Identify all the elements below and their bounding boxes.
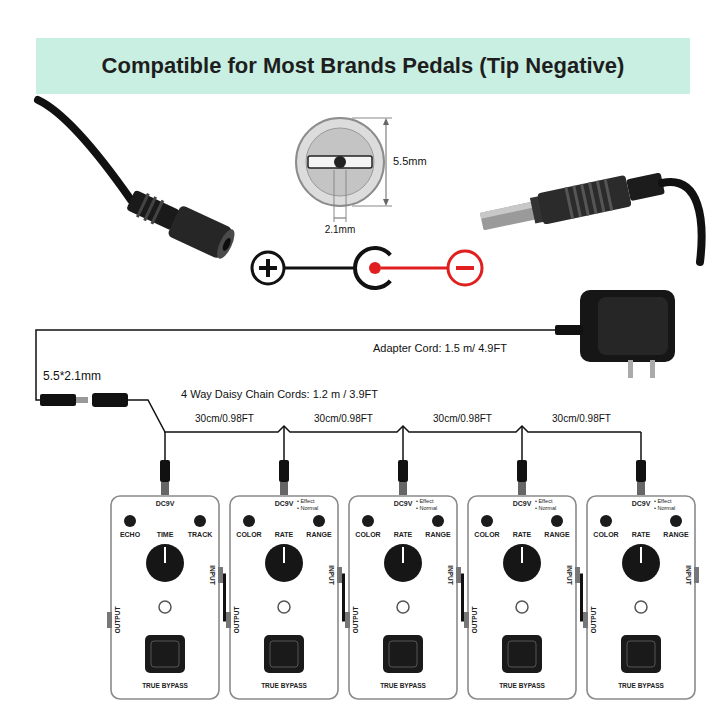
pedal-label: DC9V (632, 500, 651, 508)
pedal-label: RANGE (425, 531, 450, 539)
pedal-label: DC9V (156, 500, 175, 508)
daisy-chain-drops (160, 426, 646, 495)
title-band: Compatible for Most Brands Pedals (Tip N… (36, 38, 690, 94)
pedal-label: INPUT (327, 565, 334, 585)
pedal-label: TRUE BYPASS (499, 682, 545, 689)
pedal-label: • Normal (297, 505, 318, 511)
guitar-pedal: DC9V• Effect• NormalCOLOR RATE RANGE INPUT O… (586, 495, 696, 700)
pedal-label: COLOR (593, 531, 618, 539)
guitar-pedal: DC9V• Effect• NormalCOLOR RATE RANGE INPUT O… (467, 495, 577, 700)
pedal-outline (348, 495, 458, 700)
adapter-cord (36, 330, 557, 400)
pedal-label: RANGE (306, 531, 331, 539)
female-connector (123, 184, 238, 262)
dimension-label: 2.1mm (324, 224, 357, 235)
pedal-label: DC9V (394, 500, 413, 508)
pedal-label: OUTPUT (471, 607, 478, 634)
pedal-label: TRUE BYPASS (380, 682, 426, 689)
dimension-label: 5.5mm (392, 155, 428, 167)
male-plug (478, 168, 666, 238)
title: Compatible for Most Brands Pedals (Tip N… (102, 54, 625, 78)
pedal-label: INPUT (565, 565, 572, 585)
pedal-label: • Normal (535, 505, 556, 511)
pedal-label: TRUE BYPASS (261, 682, 307, 689)
pedal-label: • Effect (297, 498, 314, 504)
pedal-label: OUTPUT (114, 607, 121, 634)
pedal-label: INPUT (208, 565, 215, 585)
dimension-label: 30cm/0.98FT (194, 413, 255, 424)
pedal-label: • Effect (654, 498, 671, 504)
pedal-outline (229, 495, 339, 700)
pedal-label: COLOR (474, 531, 499, 539)
guitar-pedal: DC9V• Effect• NormalCOLOR RATE RANGE INPUT O… (348, 495, 458, 700)
cable (38, 100, 131, 200)
pedal-label: RATE (632, 531, 651, 539)
dimension-label: 5.5*2.1mm (42, 370, 102, 383)
pedal-label: TRACK (188, 531, 213, 539)
power-adapter (555, 290, 675, 378)
pedal-label: DC9V (513, 500, 532, 508)
inline-connector (40, 393, 128, 407)
pedal-label: ECHO (120, 531, 140, 539)
daisy-chain-cord (128, 400, 641, 432)
pedal-label: DC9V (275, 500, 294, 508)
pedal-outline (586, 495, 696, 700)
dimension-label: 4 Way Daisy Chain Cords: 1.2 m / 3.9FT (180, 388, 379, 400)
dimension-label: 30cm/0.98FT (432, 413, 493, 424)
pedal-label: • Effect (416, 498, 433, 504)
pedal-label: OUTPUT (590, 607, 597, 634)
dimension-label: 30cm/0.98FT (551, 413, 612, 424)
pedal-label: RATE (513, 531, 532, 539)
pedal-label: RANGE (663, 531, 688, 539)
pedal-label: OUTPUT (233, 607, 240, 634)
cable (662, 182, 702, 262)
pedal-label: COLOR (355, 531, 380, 539)
pedal-label: TRUE BYPASS (618, 682, 664, 689)
pedal-outline (110, 495, 220, 700)
pedal-label: TRUE BYPASS (142, 682, 188, 689)
pedal-label: RANGE (544, 531, 569, 539)
guitar-pedal: DC9V ECHO TRACK TIME INPUT OUTPUT TRUE BYPASS (110, 495, 220, 700)
pedal-label: INPUT (446, 565, 453, 585)
guitar-pedal: DC9V• Effect• NormalCOLOR RATE RANGE INPUT O… (229, 495, 339, 700)
polarity-symbol (252, 248, 482, 288)
pedal-outline (467, 495, 577, 700)
pedal-label: • Normal (416, 505, 437, 511)
pedal-label: RATE (394, 531, 413, 539)
pedal-label: • Effect (535, 498, 552, 504)
jack-cross-section (296, 118, 392, 222)
pedal-label: RATE (275, 531, 294, 539)
pedal-label: OUTPUT (352, 607, 359, 634)
dimension-label: Adapter Cord: 1.5 m/ 4.9FT (372, 342, 508, 354)
dimension-label: 30cm/0.98FT (313, 413, 374, 424)
pedal-label: TIME (157, 531, 174, 539)
pedal-label: INPUT (684, 565, 691, 585)
pedal-label: • Normal (654, 505, 675, 511)
pedal-label: COLOR (236, 531, 261, 539)
